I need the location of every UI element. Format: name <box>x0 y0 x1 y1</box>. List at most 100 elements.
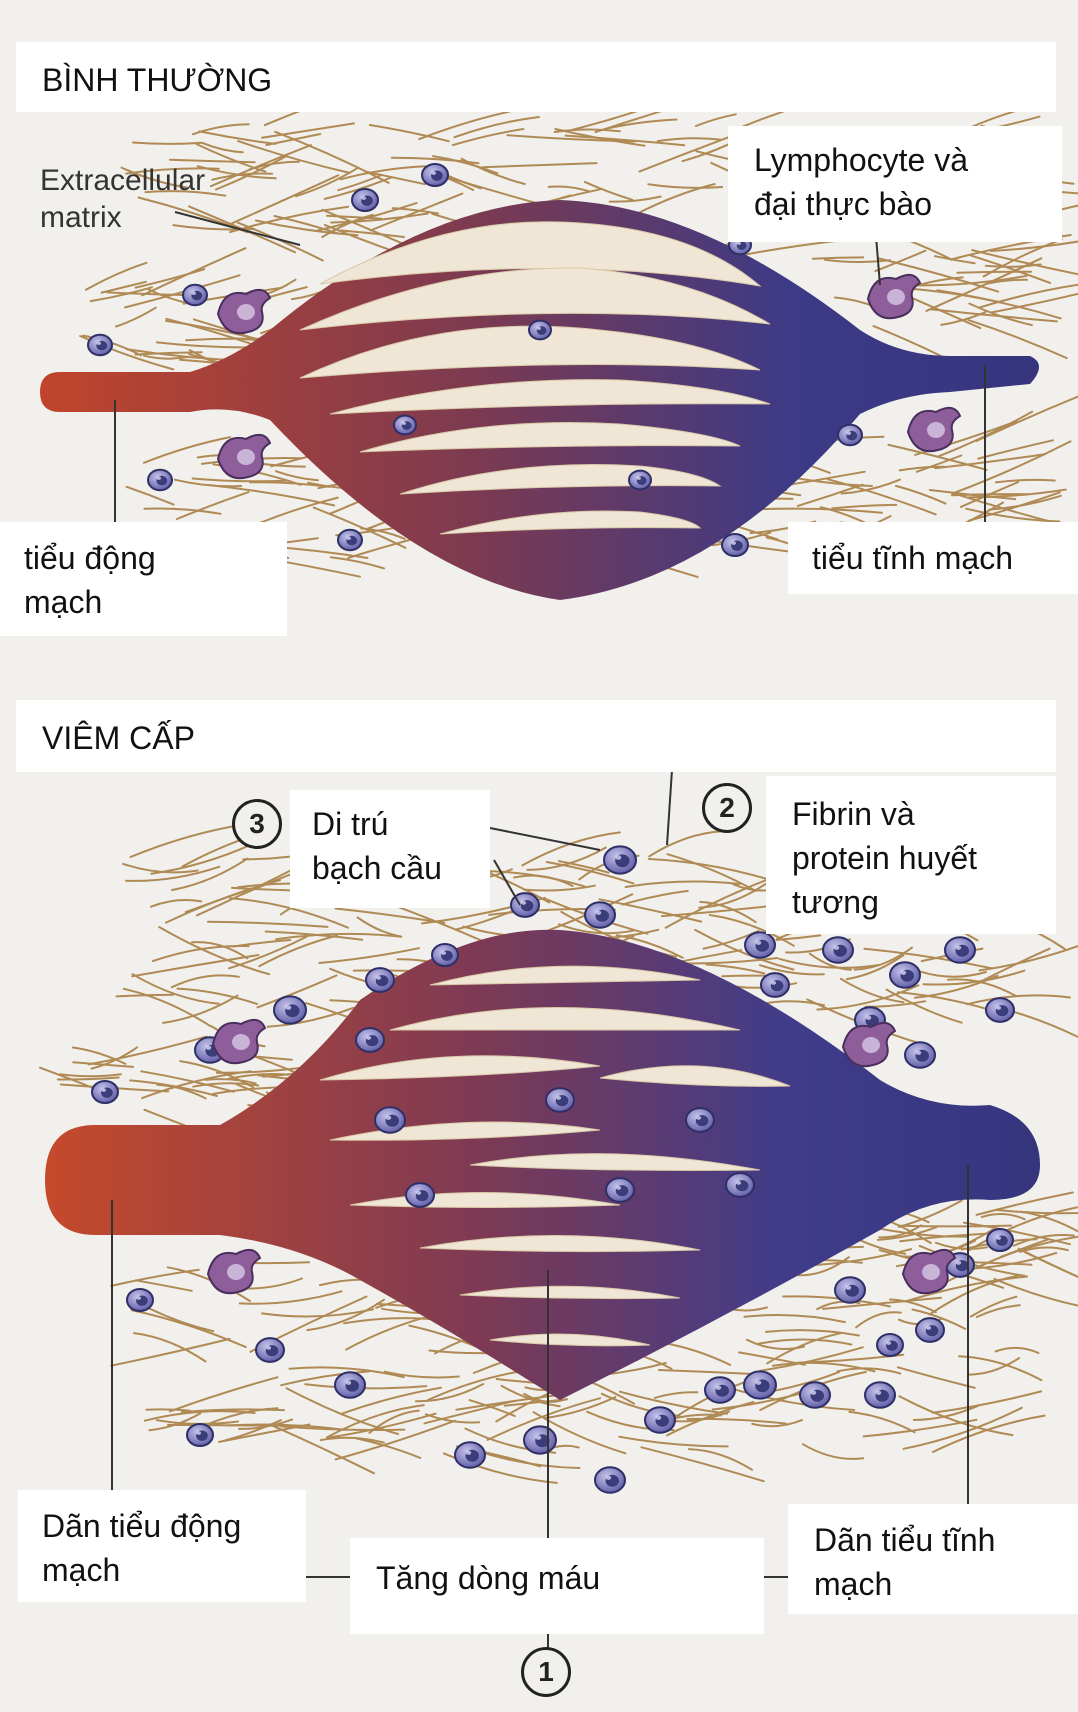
collagen-fiber <box>236 221 324 262</box>
collagen-fiber <box>598 898 703 923</box>
collagen-fiber <box>206 920 329 928</box>
collagen-fiber <box>687 1448 754 1471</box>
collagen-fiber <box>231 174 340 225</box>
collagen-fiber <box>142 436 232 464</box>
collagen-fiber <box>968 1206 1078 1251</box>
collagen-fiber <box>845 954 905 981</box>
leukocyte-cell <box>822 936 854 964</box>
collagen-fiber <box>918 274 1028 287</box>
collagen-fiber <box>658 1369 758 1376</box>
collagen-fiber <box>694 928 795 971</box>
macrophage-cell <box>216 288 272 335</box>
collagen-fiber <box>129 823 248 858</box>
collagen-fiber <box>523 1392 568 1403</box>
collagen-fiber <box>765 1329 860 1337</box>
collagen-fiber <box>312 506 407 549</box>
collagen-fiber <box>853 946 913 971</box>
collagen-fiber <box>265 133 322 146</box>
collagen-fiber <box>295 166 360 198</box>
collagen-fiber <box>878 1224 923 1239</box>
leukocyte-cell <box>545 1087 575 1113</box>
collagen-fiber <box>619 1390 728 1415</box>
collagen-fiber <box>288 1366 405 1379</box>
collagen-fiber <box>984 263 1042 268</box>
increased-blood-flow-label: Tăng dòng máu <box>350 1538 764 1634</box>
collagen-fiber <box>915 454 963 473</box>
leukocyte-cell <box>876 1332 904 1358</box>
collagen-fiber <box>172 224 256 231</box>
collagen-fiber <box>323 223 389 251</box>
collagen-fiber <box>664 874 779 929</box>
collagen-fiber <box>486 1397 602 1441</box>
collagen-fiber <box>115 306 157 328</box>
collagen-fiber <box>110 1337 231 1367</box>
collagen-fiber <box>171 857 249 891</box>
leukocyte-cell <box>87 333 113 357</box>
collagen-fiber <box>694 113 737 127</box>
collagen-fiber <box>543 1396 617 1420</box>
collagen-fiber <box>993 1277 1078 1307</box>
collagen-fiber <box>775 934 822 941</box>
collagen-fiber <box>391 207 439 215</box>
collagen-fiber <box>848 1410 916 1434</box>
leukocyte-cell <box>365 967 395 993</box>
collagen-fiber <box>364 170 426 186</box>
collagen-fiber <box>143 1410 256 1422</box>
leukocyte-cell <box>605 1177 635 1203</box>
collagen-fiber <box>355 1437 422 1459</box>
macrophage-cell <box>901 1248 957 1295</box>
collagen-fiber <box>369 192 464 232</box>
collagen-fiber <box>826 478 937 516</box>
leukocyte-cell <box>126 1287 154 1313</box>
collagen-fiber <box>897 1224 1013 1228</box>
dilated-arteriole-label-line1: Dãn tiểu động <box>42 1508 242 1544</box>
fibrin-plasma-protein-label: Fibrin và protein huyết tương <box>766 776 1056 934</box>
collagen-fiber <box>666 853 757 892</box>
collagen-fiber <box>889 1298 937 1314</box>
collagen-fiber <box>966 994 1071 1006</box>
macrophage-cell <box>866 273 922 320</box>
arteriole-label: tiểu động mạch <box>0 522 287 636</box>
marker-3: 3 <box>232 799 282 849</box>
collagen-fiber <box>131 973 220 1005</box>
collagen-fiber <box>71 1046 127 1065</box>
collagen-fiber <box>158 926 271 976</box>
collagen-fiber <box>742 239 839 256</box>
macrophage-cell <box>216 433 272 480</box>
collagen-fiber <box>418 108 518 141</box>
dilated-arteriole-label-line2: mạch <box>42 1552 121 1588</box>
leukocyte-cell <box>704 1376 736 1404</box>
collagen-fiber <box>969 1295 1018 1318</box>
collagen-fiber <box>863 947 993 970</box>
collagen-fiber <box>280 1370 370 1387</box>
collagen-fiber <box>931 1414 1046 1453</box>
leukocyte-cell <box>915 1317 945 1343</box>
leukocyte-cell <box>743 1370 777 1400</box>
leukocyte-cell <box>603 845 637 875</box>
collagen-fiber <box>179 1060 255 1089</box>
collagen-fiber <box>840 478 901 495</box>
marker-1: 1 <box>521 1647 571 1697</box>
collagen-fiber <box>201 142 244 154</box>
collagen-fiber <box>90 1046 139 1070</box>
collagen-fiber <box>482 162 598 169</box>
collagen-fiber <box>329 556 386 570</box>
leukocyte-cell <box>528 319 552 341</box>
collagen-fiber <box>250 1261 311 1265</box>
collagen-fiber <box>922 969 1026 986</box>
collagen-fiber <box>414 1383 485 1403</box>
leukocyte-cell <box>454 1441 486 1469</box>
collagen-fiber <box>708 914 795 947</box>
arteriole-label-line2: mạch <box>24 584 103 620</box>
collagen-fiber <box>513 874 574 887</box>
collagen-fiber <box>115 993 175 998</box>
collagen-fiber <box>967 488 1067 499</box>
collagen-fiber <box>532 1411 627 1455</box>
collagen-fiber <box>184 883 266 914</box>
collagen-fiber <box>648 830 723 858</box>
collagen-fiber <box>275 932 403 941</box>
collagen-fiber <box>995 1209 1078 1215</box>
collagen-fiber <box>334 1419 456 1461</box>
collagen-fiber <box>242 855 291 861</box>
leukocyte-cell <box>421 162 449 188</box>
